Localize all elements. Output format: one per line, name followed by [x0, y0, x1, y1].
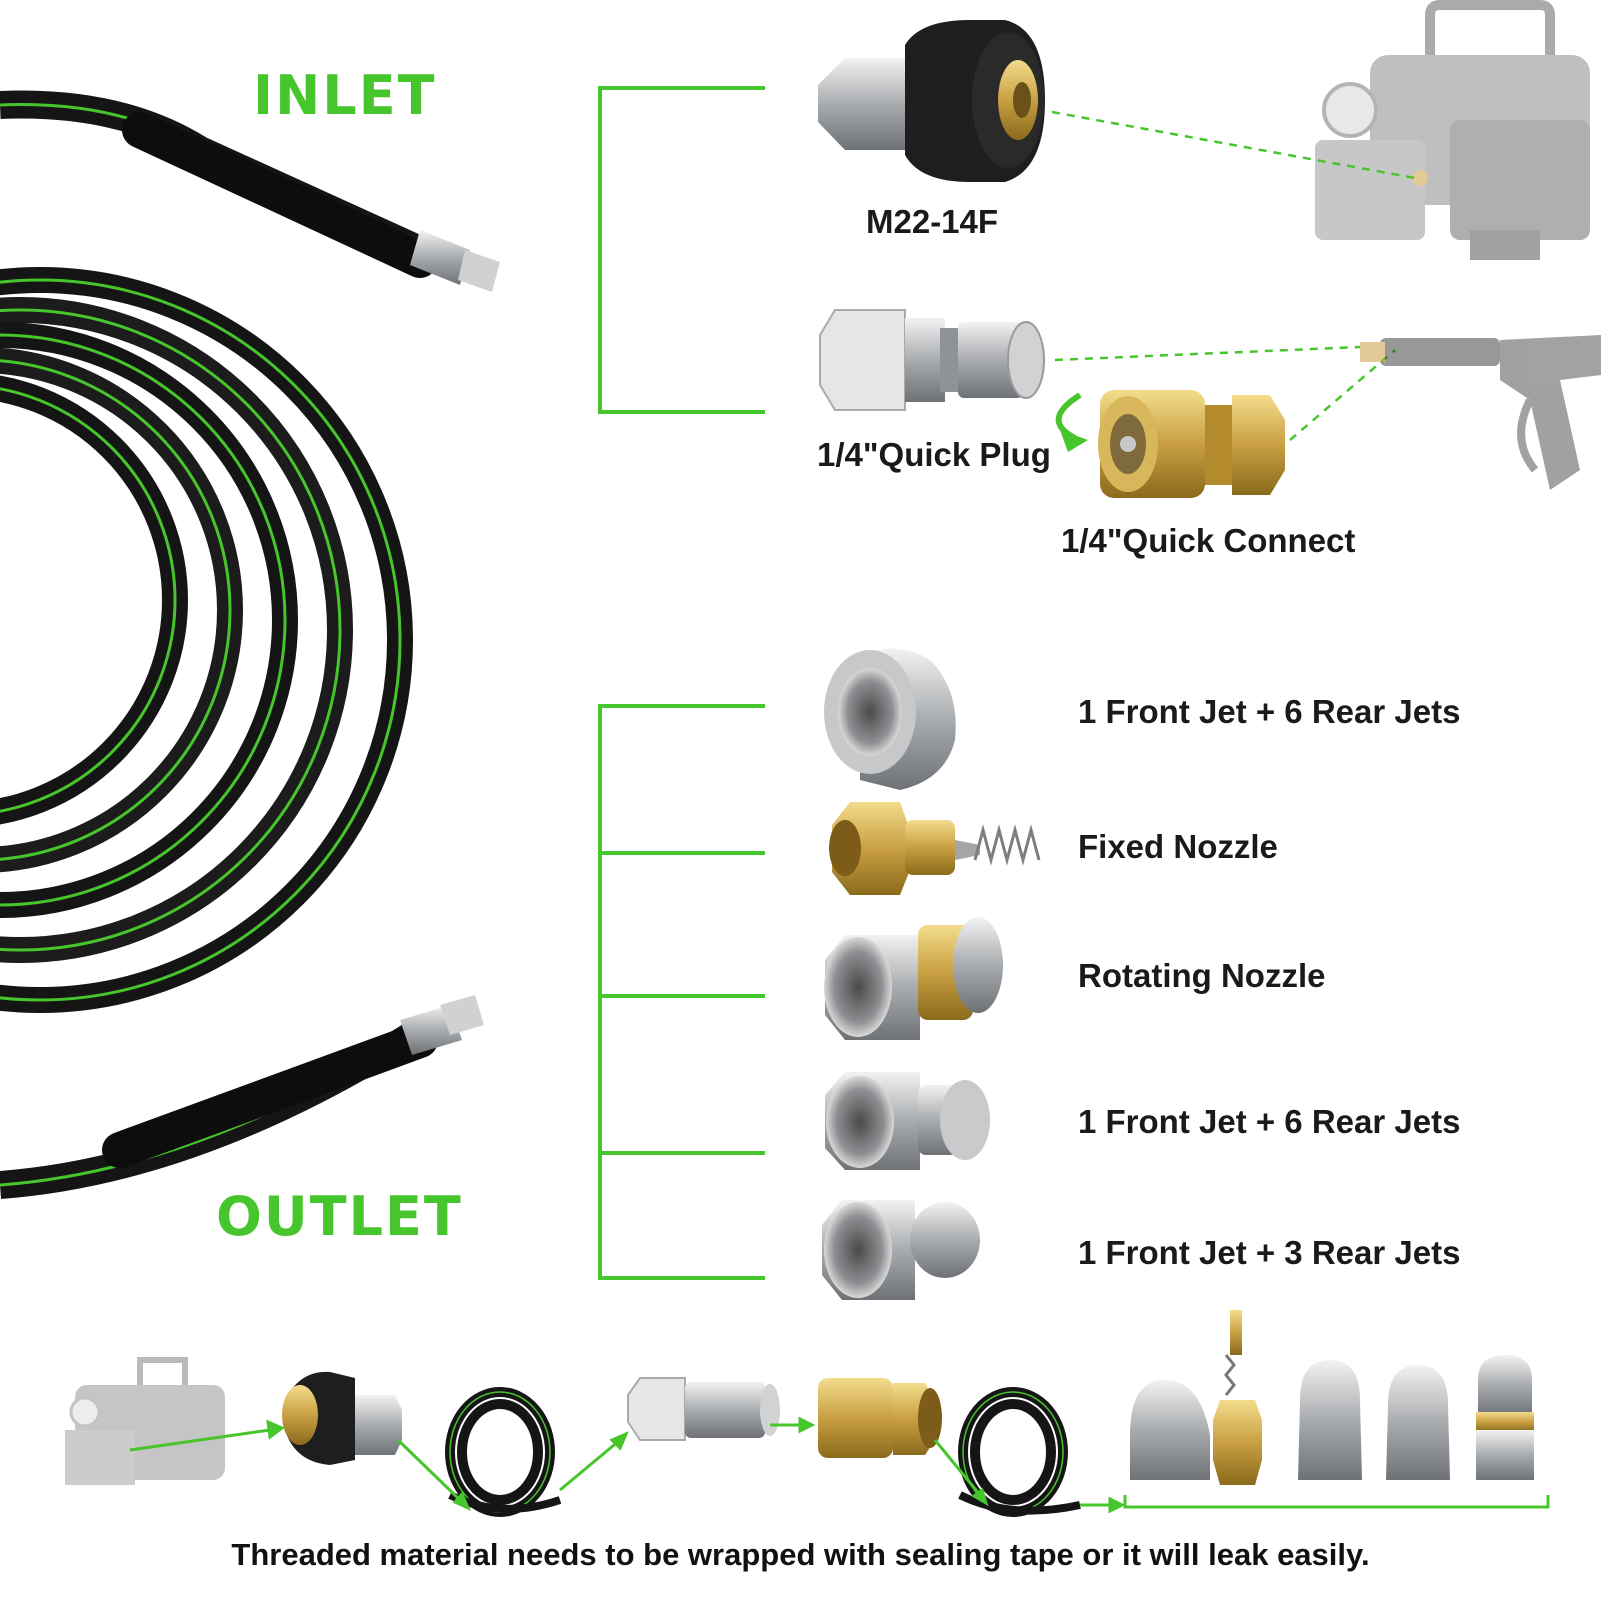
- nozzle-set-icon: [1130, 1310, 1534, 1485]
- outlet-header: OUTLET: [216, 1185, 463, 1248]
- m22-14f-label: M22-14F: [866, 203, 999, 240]
- button-nozzle-icon: [824, 648, 956, 790]
- quick-plug-small-icon: [627, 1377, 780, 1441]
- quick-plug-icon: [819, 309, 1045, 411]
- hose-coil-small-2-icon: [958, 1387, 1081, 1517]
- spray-gun-icon: [1360, 335, 1601, 490]
- inlet-bracket: [598, 86, 765, 414]
- outlet-bracket: [598, 704, 765, 1280]
- nozzle-set-bracket: [1123, 1495, 1550, 1509]
- pressure-washer-icon: [1315, 0, 1590, 260]
- flow-arrows: [129, 1416, 1126, 1514]
- pressure-washer-small-icon: [65, 1357, 225, 1485]
- nozzle-label-2: Fixed Nozzle: [1078, 828, 1278, 865]
- m22-coupler-small-icon: [282, 1371, 402, 1465]
- bullet-nozzle-3-icon: [822, 1200, 980, 1300]
- quick-connect-label: 1/4"Quick Connect: [1061, 522, 1356, 559]
- inlet-connection-line: [1051, 110, 1416, 180]
- m22-14f-coupler-icon: [818, 20, 1045, 182]
- rotating-nozzle-icon: [824, 917, 1003, 1040]
- nozzle-label-1: 1 Front Jet + 6 Rear Jets: [1078, 693, 1461, 730]
- nozzle-label-4: 1 Front Jet + 6 Rear Jets: [1078, 1103, 1461, 1140]
- fixed-nozzle-icon: [829, 802, 1041, 895]
- quick-plug-label: 1/4"Quick Plug: [817, 436, 1051, 473]
- hose-coil-small-icon: [445, 1387, 562, 1517]
- quick-connect-icon: [1098, 390, 1285, 498]
- nozzle-label-5: 1 Front Jet + 3 Rear Jets: [1078, 1234, 1461, 1271]
- sealing-tape-note: Threaded material needs to be wrapped wi…: [231, 1537, 1370, 1572]
- bullet-nozzle-6-icon: [825, 1072, 990, 1170]
- quick-connect-small-icon: [818, 1378, 942, 1458]
- nozzle-label-3: Rotating Nozzle: [1078, 957, 1326, 994]
- hose-coil-icon: [0, 90, 500, 1199]
- inlet-header: INLET: [253, 64, 437, 127]
- assembly-diagram: [65, 1310, 1550, 1517]
